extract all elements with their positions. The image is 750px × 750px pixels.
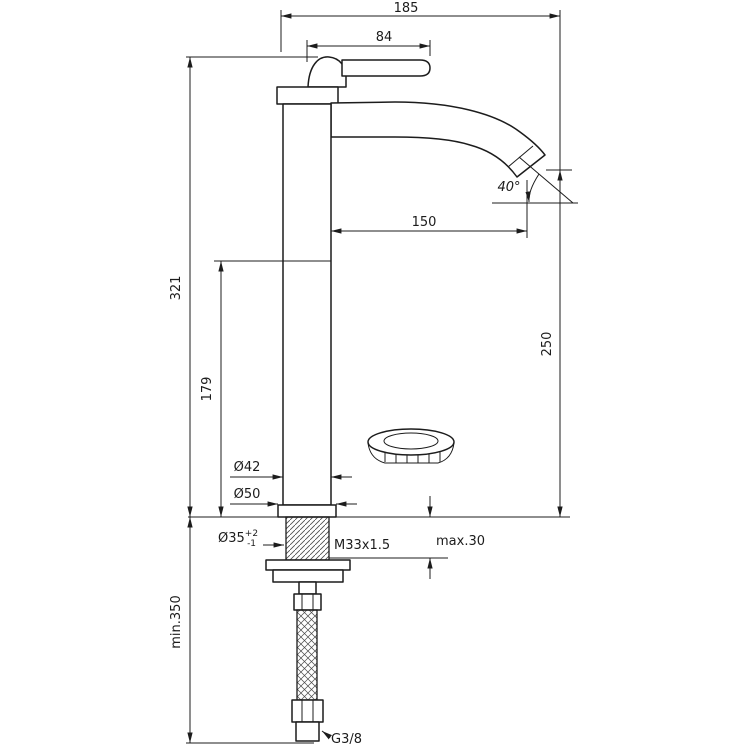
mounting-nut <box>272 569 344 583</box>
dim-hole-diameter-label: Ø35+2-1 <box>218 529 258 549</box>
dim-min-hose-length: min.350 <box>169 517 314 744</box>
dim-supply-connection: G3/8 <box>321 730 362 747</box>
braided-hose <box>296 609 318 701</box>
hose-connector-hex <box>293 593 322 611</box>
waste-outer-rim <box>367 428 455 456</box>
dim-overall-width: 185 <box>280 1 561 170</box>
cartridge-collar <box>276 86 339 105</box>
dim-thread-size: M33x1.5 <box>334 538 390 553</box>
tspan-element: Ø35 <box>218 531 245 546</box>
spout <box>330 101 546 178</box>
dim-lower-body-height: 179 <box>200 260 283 517</box>
dim-max-deck-thickness-label: max.30 <box>436 534 485 549</box>
dim-spout-angle-label: 40° <box>497 180 520 195</box>
handle-lever <box>341 59 431 77</box>
dim-body-diameter: Ø42 <box>230 460 352 480</box>
under-deck-assembly <box>265 516 351 742</box>
waste-skirt <box>367 442 455 464</box>
leader-line <box>321 730 332 740</box>
dim-base-diameter: Ø50 <box>230 487 357 507</box>
dim-spout-height: 250 <box>540 169 572 517</box>
hose-end-nut <box>291 699 324 723</box>
dim-thread-size-label: M33x1.5 <box>334 538 390 553</box>
dim-total-height: 321 <box>169 56 318 517</box>
hose-end-tail <box>295 721 320 742</box>
hose-stub <box>298 581 317 595</box>
mounting-washer <box>265 559 351 571</box>
base-plinth <box>277 504 337 518</box>
dim-handle-length-label: 84 <box>376 30 393 45</box>
dim-min-hose-length-label: min.350 <box>169 595 184 648</box>
faucet-body <box>282 103 332 506</box>
threaded-shank <box>285 516 330 561</box>
angle-arc <box>525 173 540 203</box>
faucet-outline <box>276 56 546 518</box>
dim-spout-reach: 150 <box>331 180 528 238</box>
dim-supply-connection-label: G3/8 <box>331 732 362 747</box>
waste-plug <box>367 428 455 464</box>
waste-inner-rim <box>383 432 439 450</box>
dim-hole-diameter: Ø35+2-1 <box>218 529 284 549</box>
dim-max-deck-thickness: max.30 <box>427 496 485 579</box>
dim-handle-length: 84 <box>306 30 431 62</box>
dim-total-height-label: 321 <box>169 276 184 301</box>
dim-spout-height-label: 250 <box>540 332 555 357</box>
tspan-element: +2 <box>245 529 258 539</box>
handle-dome <box>307 56 347 88</box>
dim-body-diameter-label: Ø42 <box>234 460 261 475</box>
angle-leg-line <box>518 156 574 204</box>
dim-lower-body-height-label: 179 <box>200 377 215 402</box>
dim-spout-reach-label: 150 <box>412 215 437 230</box>
dim-base-diameter-label: Ø50 <box>234 487 261 502</box>
tspan-element: -1 <box>247 539 256 549</box>
aerator-line <box>507 145 534 168</box>
dim-spout-angle: 40° <box>492 156 578 204</box>
dim-overall-width-label: 185 <box>394 1 419 16</box>
